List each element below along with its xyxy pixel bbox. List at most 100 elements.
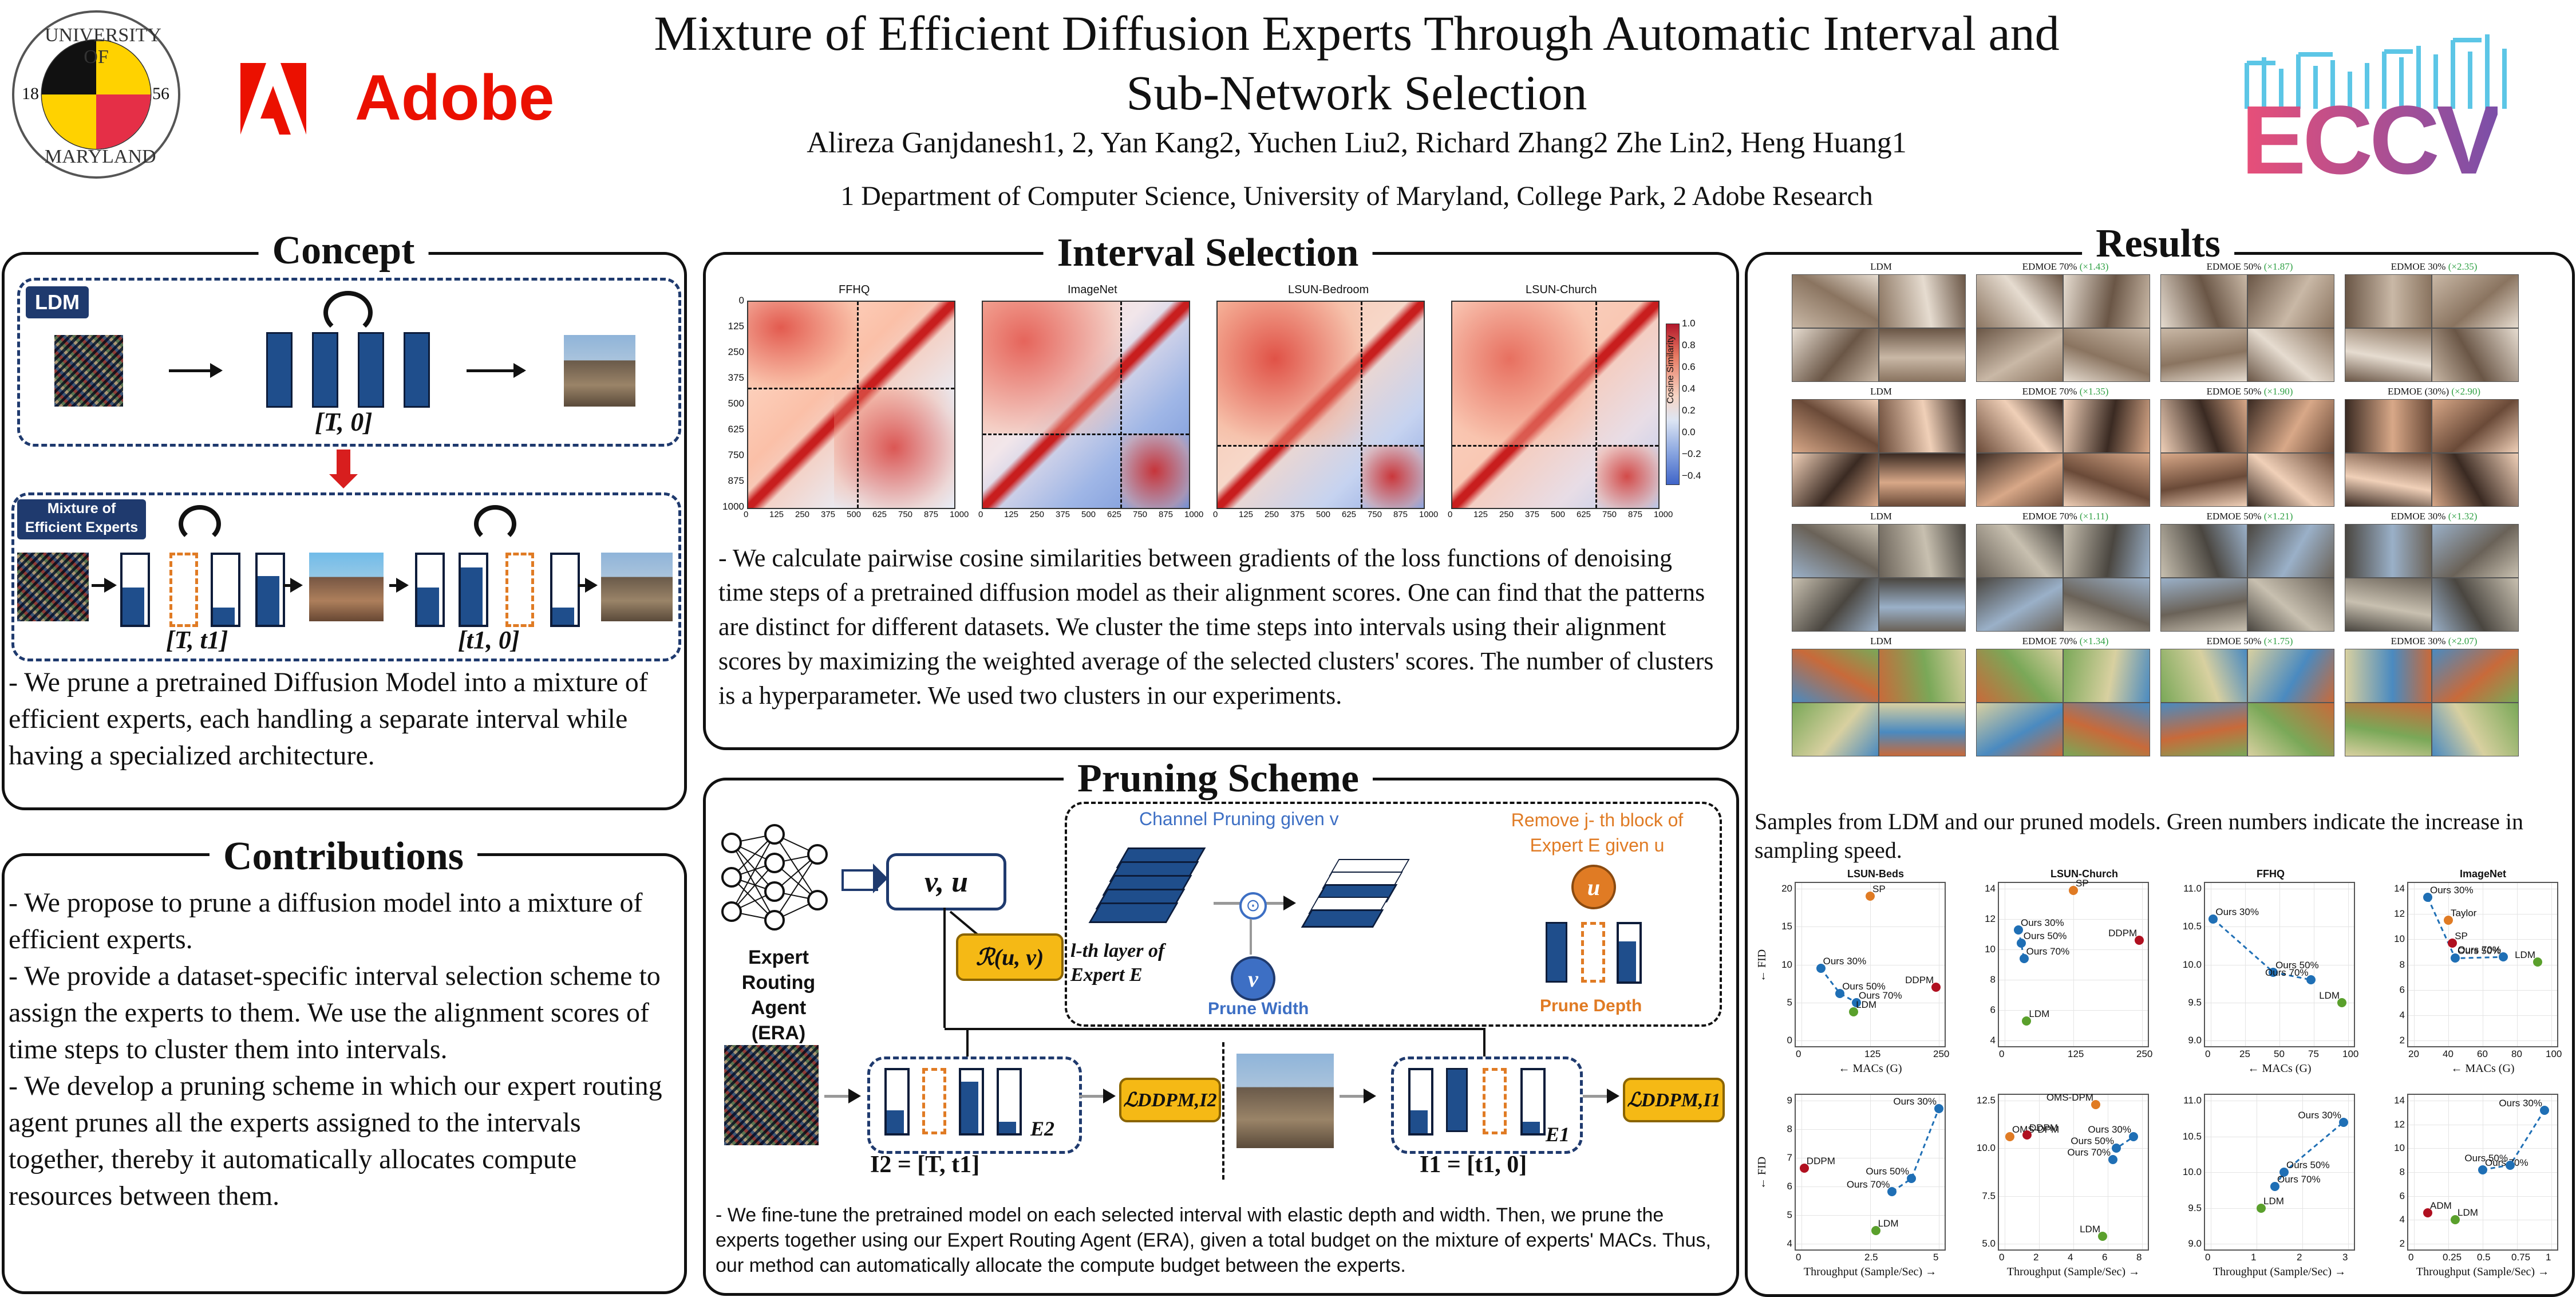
sample-image bbox=[1879, 274, 1966, 328]
era-output-arrow-head bbox=[873, 864, 888, 893]
x-tick: 125 bbox=[1004, 510, 1019, 519]
cb-tick: −0.4 bbox=[1682, 470, 1701, 481]
data-point bbox=[2098, 1231, 2107, 1241]
y-tick: 10 bbox=[1985, 944, 1996, 955]
y-tick: 11.0 bbox=[2183, 883, 2202, 894]
x-tick: 750 bbox=[1602, 510, 1617, 519]
ldm-tag: LDM bbox=[26, 286, 89, 318]
sample-image bbox=[2432, 578, 2519, 632]
sample-image bbox=[1879, 453, 1966, 507]
x-tick: 0 bbox=[1796, 1252, 1801, 1263]
sample-image bbox=[2160, 274, 2247, 328]
ldm-arrow-in bbox=[169, 363, 223, 378]
chart-title: LSUN-Beds bbox=[1847, 868, 1905, 880]
y-tick: 4 bbox=[1990, 1035, 1996, 1046]
flow-divider bbox=[1222, 1042, 1224, 1180]
y-tick: 15 bbox=[1781, 921, 1792, 932]
grid-line bbox=[2245, 883, 2246, 1046]
x-tick: 125 bbox=[1239, 510, 1254, 519]
sample-label: EDMOE 30% (×2.07) bbox=[2345, 635, 2523, 648]
data-point bbox=[2423, 893, 2432, 902]
sample-label-speedup: (×1.43) bbox=[2079, 261, 2109, 272]
umd-top-text: UNIVERSITY OF bbox=[45, 25, 161, 68]
y-tick: 12 bbox=[1985, 913, 1996, 924]
sample-image bbox=[1792, 578, 1879, 632]
x-axis-label: ← MACs (G) bbox=[1838, 1062, 1902, 1075]
interval-title: Interval Selection bbox=[1043, 231, 1373, 275]
x-tick: 875 bbox=[1159, 510, 1174, 519]
heatmap-imagenet bbox=[982, 301, 1190, 509]
x-tick: 0 bbox=[1999, 1252, 2005, 1263]
sample-label-model: EDMOE 50% bbox=[2206, 261, 2264, 272]
expert1-mini-blocks bbox=[1408, 1068, 1557, 1137]
point-label: Taylor bbox=[2451, 908, 2477, 919]
x-tick: 125 bbox=[2068, 1048, 2084, 1059]
grid-line bbox=[2517, 1095, 2518, 1249]
sample-label-model: EDMOE 50% bbox=[2206, 511, 2264, 522]
grid-line bbox=[2551, 1095, 2552, 1249]
point-label: Ours 50% bbox=[2023, 931, 2067, 942]
y-tick: 9.0 bbox=[2188, 1035, 2202, 1046]
channel-stack-pruned bbox=[1299, 859, 1431, 939]
sample-label: LDM bbox=[1870, 636, 1892, 646]
y-tick: 10.0 bbox=[1976, 1142, 1996, 1154]
x-tick: 1000 bbox=[1654, 510, 1673, 519]
x-tick: 0 bbox=[1999, 1048, 2005, 1059]
data-point bbox=[2269, 967, 2278, 977]
x-tick: 1000 bbox=[1184, 510, 1204, 519]
x-tick: 0 bbox=[2205, 1252, 2211, 1263]
ours-trend-line bbox=[2112, 1136, 2134, 1160]
grid-line bbox=[2142, 883, 2143, 1046]
x-tick: 0 bbox=[2408, 1252, 2414, 1263]
x-tick: 625 bbox=[1342, 510, 1357, 519]
point-label: LDM bbox=[2319, 989, 2340, 1001]
x-tick: 2 bbox=[2033, 1252, 2039, 1263]
x-axis-label: Throughput (Sample/Sec) → bbox=[2416, 1266, 2550, 1278]
sample-image bbox=[2345, 453, 2432, 507]
data-point bbox=[2444, 916, 2453, 925]
heatmap-title: LSUN-Church bbox=[1526, 283, 1597, 296]
sample-label: LDM bbox=[1870, 261, 1892, 272]
sample-label-speedup: (×1.35) bbox=[2079, 386, 2109, 397]
era-output-arrow bbox=[841, 869, 878, 891]
era-network-icon bbox=[720, 820, 829, 935]
colorbar-ticks: 1.0 0.8 0.6 0.4 0.2 0.0 −0.2 −0.4 bbox=[1682, 318, 1710, 490]
interval1-label: I1 = [t1, 0] bbox=[1420, 1152, 1527, 1178]
sample-image bbox=[2247, 328, 2334, 382]
y-tick: 9.5 bbox=[2188, 996, 2202, 1008]
sample-image bbox=[2160, 524, 2247, 578]
sample-image bbox=[2432, 703, 2519, 756]
y-tick: 375 bbox=[728, 372, 744, 383]
sample-image bbox=[2432, 453, 2519, 507]
colorbar bbox=[1666, 324, 1680, 485]
y-tick: 10.5 bbox=[2182, 1130, 2202, 1142]
ours-trend-line bbox=[1891, 1108, 1940, 1193]
data-point bbox=[2016, 939, 2026, 948]
sample-image bbox=[1792, 453, 1879, 507]
grid-line bbox=[2414, 1095, 2415, 1249]
v-up-line bbox=[1250, 919, 1252, 955]
red-down-arrow bbox=[337, 450, 350, 475]
flow-line-e2 bbox=[966, 1028, 969, 1056]
x-tick: 50 bbox=[2274, 1048, 2285, 1059]
sample-label-model: EDMOE 30% bbox=[2391, 511, 2448, 522]
point-label: LDM bbox=[2080, 1223, 2100, 1235]
remove-label: Remove j- th block of Expert E given u bbox=[1488, 807, 1706, 858]
sample-image bbox=[2345, 274, 2432, 328]
data-point bbox=[2014, 925, 2023, 935]
sample-image bbox=[2345, 703, 2432, 756]
u-circle: u bbox=[1571, 865, 1616, 909]
y-tick: 0 bbox=[738, 295, 744, 306]
y-tick: 8 bbox=[2399, 1166, 2405, 1177]
umd-year-left: 18 bbox=[22, 84, 39, 103]
title-line2: Sub-Network Selection bbox=[1126, 65, 1587, 120]
layer-label-line2: Expert E bbox=[1070, 964, 1143, 985]
cb-tick: 0.4 bbox=[1682, 383, 1696, 394]
grid-line bbox=[2348, 883, 2349, 1046]
sample-label-model: EDMOE 50% bbox=[2206, 636, 2264, 646]
data-point bbox=[2112, 1144, 2121, 1153]
chart-title: LSUN-Church bbox=[2050, 868, 2118, 880]
x-tick: 0 bbox=[744, 510, 749, 519]
